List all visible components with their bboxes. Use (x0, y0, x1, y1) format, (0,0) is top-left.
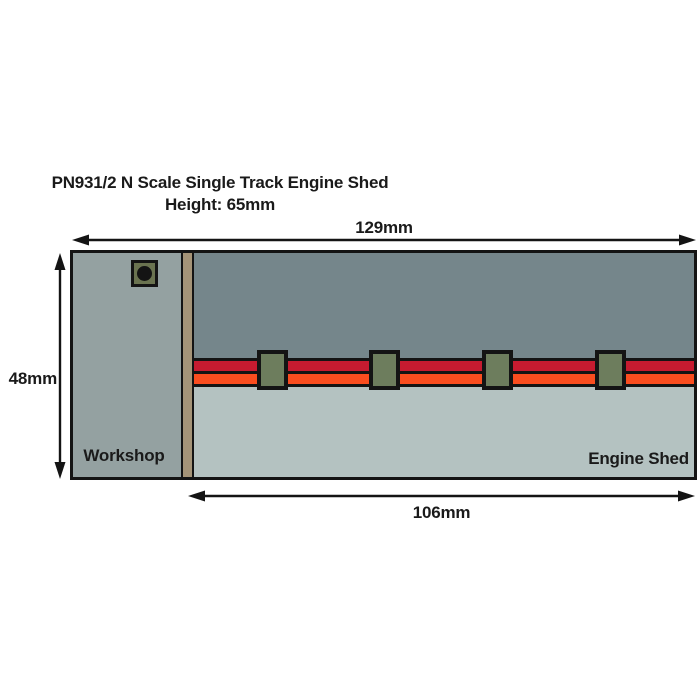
track-sleeper (369, 350, 400, 390)
chimney-square (131, 260, 158, 287)
track-sleeper (257, 350, 288, 390)
overall-depth-dimension-label: 48mm (8, 369, 58, 388)
divider-strip (181, 253, 194, 477)
engine-shed-label: Engine Shed (588, 449, 689, 468)
arrowhead-left-icon (188, 490, 205, 502)
arrowhead-down-icon (54, 462, 66, 479)
track-outline-bottom (194, 384, 694, 387)
shed-plan (70, 250, 697, 480)
track-sleeper (482, 350, 513, 390)
overall-depth-arrow (54, 253, 66, 479)
track-sleeper (595, 350, 626, 390)
engine-shed-width-arrow (188, 490, 695, 502)
overall-width-arrow (72, 234, 696, 246)
track (194, 358, 694, 387)
workshop-label: Workshop (83, 446, 165, 465)
engine-shed-upper-area (194, 253, 694, 358)
workshop-area (73, 253, 181, 477)
arrowhead-right-icon (679, 234, 696, 246)
engine-shed-width-dimension-label: 106mm (412, 503, 471, 522)
page-title: PN931/2 N Scale Single Track Engine Shed (51, 173, 389, 192)
track-outline-top (194, 358, 694, 361)
track-outline-middle (194, 371, 694, 374)
rail-bottom (194, 374, 694, 384)
chimney-hole-icon (137, 266, 152, 281)
arrowhead-right-icon (678, 490, 695, 502)
rail-top (194, 361, 694, 371)
arrowhead-up-icon (54, 253, 66, 270)
overall-width-dimension-label: 129mm (355, 218, 413, 237)
arrowhead-left-icon (72, 234, 89, 246)
height-subtitle: Height: 65mm (164, 195, 275, 214)
title-block: PN931/2 N Scale Single Track Engine Shed… (36, 172, 404, 216)
